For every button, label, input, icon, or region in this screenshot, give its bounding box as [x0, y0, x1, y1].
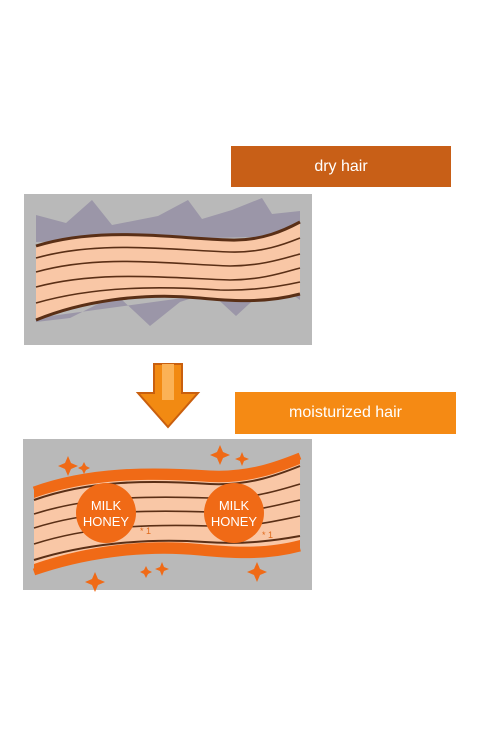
dry-hair-body: [36, 222, 300, 320]
milk-honey-badge-2: MILK HONEY * 1: [204, 483, 273, 543]
dry-cuticle-top: [36, 198, 300, 242]
sparkle-icon: [247, 562, 267, 582]
sparkle-icon: [235, 452, 249, 466]
badge-2-line2: HONEY: [211, 514, 258, 529]
sparkle-icon: [78, 462, 90, 474]
sparkle-icon: [155, 562, 169, 576]
badge-2-footnote: * 1: [262, 530, 273, 540]
milk-honey-badge-1: MILK HONEY * 1: [76, 483, 151, 543]
badge-1-line2: HONEY: [83, 514, 130, 529]
sparkles: [58, 445, 267, 592]
dry-hair-label-text: dry hair: [314, 157, 368, 175]
sparkle-icon: [210, 445, 230, 465]
badge-2-line1: MILK: [219, 498, 250, 513]
sparkle-icon: [140, 566, 152, 578]
dry-hair-strand: [35, 198, 301, 326]
sparkle-icon: [85, 572, 105, 592]
dry-hair-label: dry hair: [231, 146, 451, 187]
badge-1-footnote: * 1: [140, 526, 151, 536]
moisturized-hair-label-text: moisturized hair: [289, 404, 402, 421]
down-arrow-icon: [135, 363, 201, 429]
sparkle-icon: [58, 456, 78, 476]
badge-1-line1: MILK: [91, 498, 122, 513]
moisturized-hair-label: moisturized hair: [235, 392, 456, 434]
